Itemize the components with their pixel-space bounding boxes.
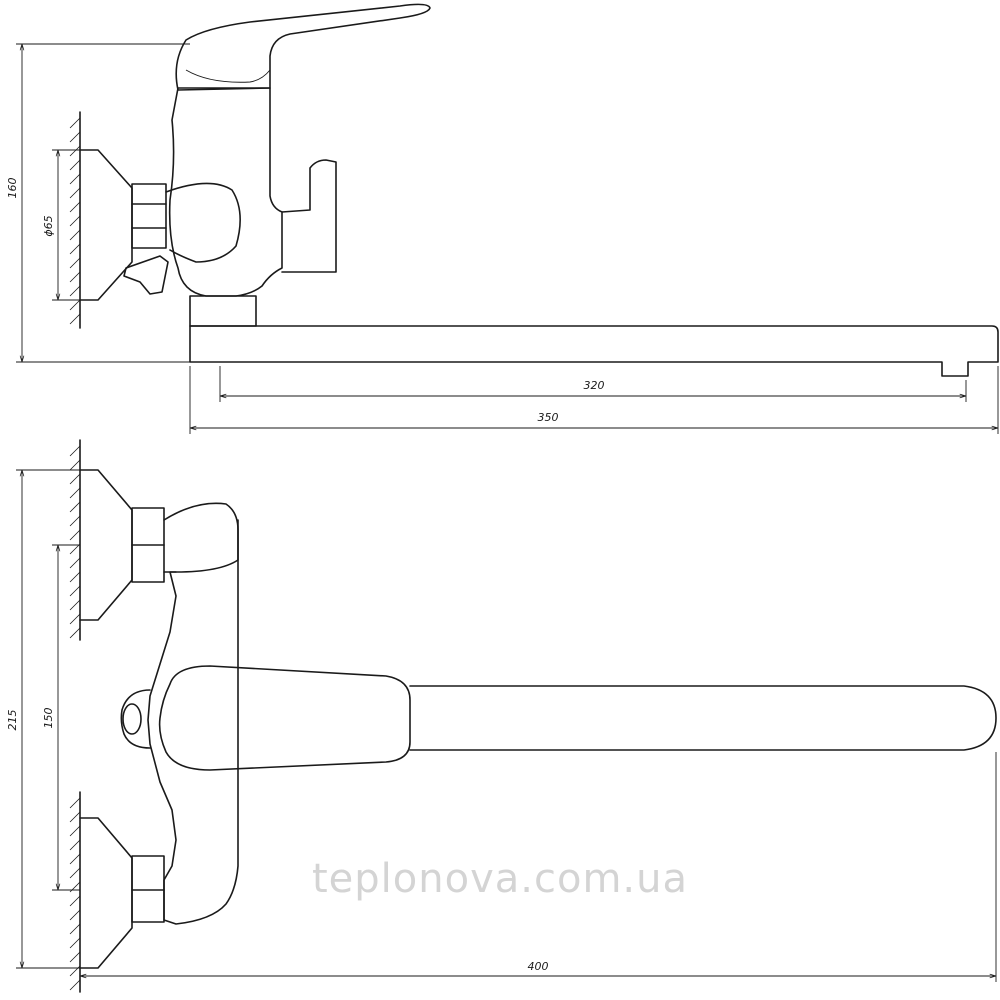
dimension-height: 160 (6, 43, 190, 363)
dim-label-150: 150 (42, 708, 55, 729)
escutcheon-upper (79, 469, 133, 621)
dim-label-160: 160 (6, 178, 19, 199)
spout-side (189, 325, 999, 377)
dim-label-400: 400 (528, 960, 549, 973)
cartridge-center (122, 703, 142, 735)
escutcheon-side (79, 149, 133, 301)
hex-nut-upper (131, 507, 165, 583)
dim-label-320: 320 (584, 379, 605, 392)
spout-top (409, 685, 997, 751)
dimension-length-total: 400 (80, 752, 997, 982)
dimension-spout-total: 350 (189, 366, 999, 434)
shower-outlet (281, 159, 337, 273)
mixer-body-top (147, 519, 239, 925)
dimension-spout-inner: 320 (219, 366, 967, 402)
wall-hatching-top (69, 111, 81, 329)
diverter-lever (123, 255, 169, 295)
dim-label-350: 350 (538, 411, 559, 424)
lever-handle-side (175, 3, 431, 91)
eccentric-upper (163, 502, 239, 573)
swivel-mount (189, 295, 257, 327)
escutcheon-lower (79, 817, 133, 969)
dimension-connection-spacing: 150 (42, 544, 80, 891)
dim-label-215: 215 (6, 710, 19, 731)
dimension-diameter: ϕ65 (42, 149, 80, 301)
lever-handle-top (158, 665, 411, 771)
top-view: 215 150 400 (6, 439, 997, 993)
dimension-height-total: 215 (6, 469, 80, 969)
eccentric-connector (165, 182, 241, 263)
wall-hatching-lower (69, 791, 81, 993)
wall-hatching-upper (69, 439, 81, 641)
cartridge-cap (120, 689, 151, 749)
side-view: 160 ϕ65 320 350 (6, 3, 999, 434)
watermark-text: teplonova.com.ua (312, 856, 688, 902)
mixer-body-side (168, 87, 283, 297)
dim-label-phi65: ϕ65 (42, 215, 55, 236)
hex-nut-side (131, 183, 167, 249)
hex-nut-lower (131, 855, 165, 923)
